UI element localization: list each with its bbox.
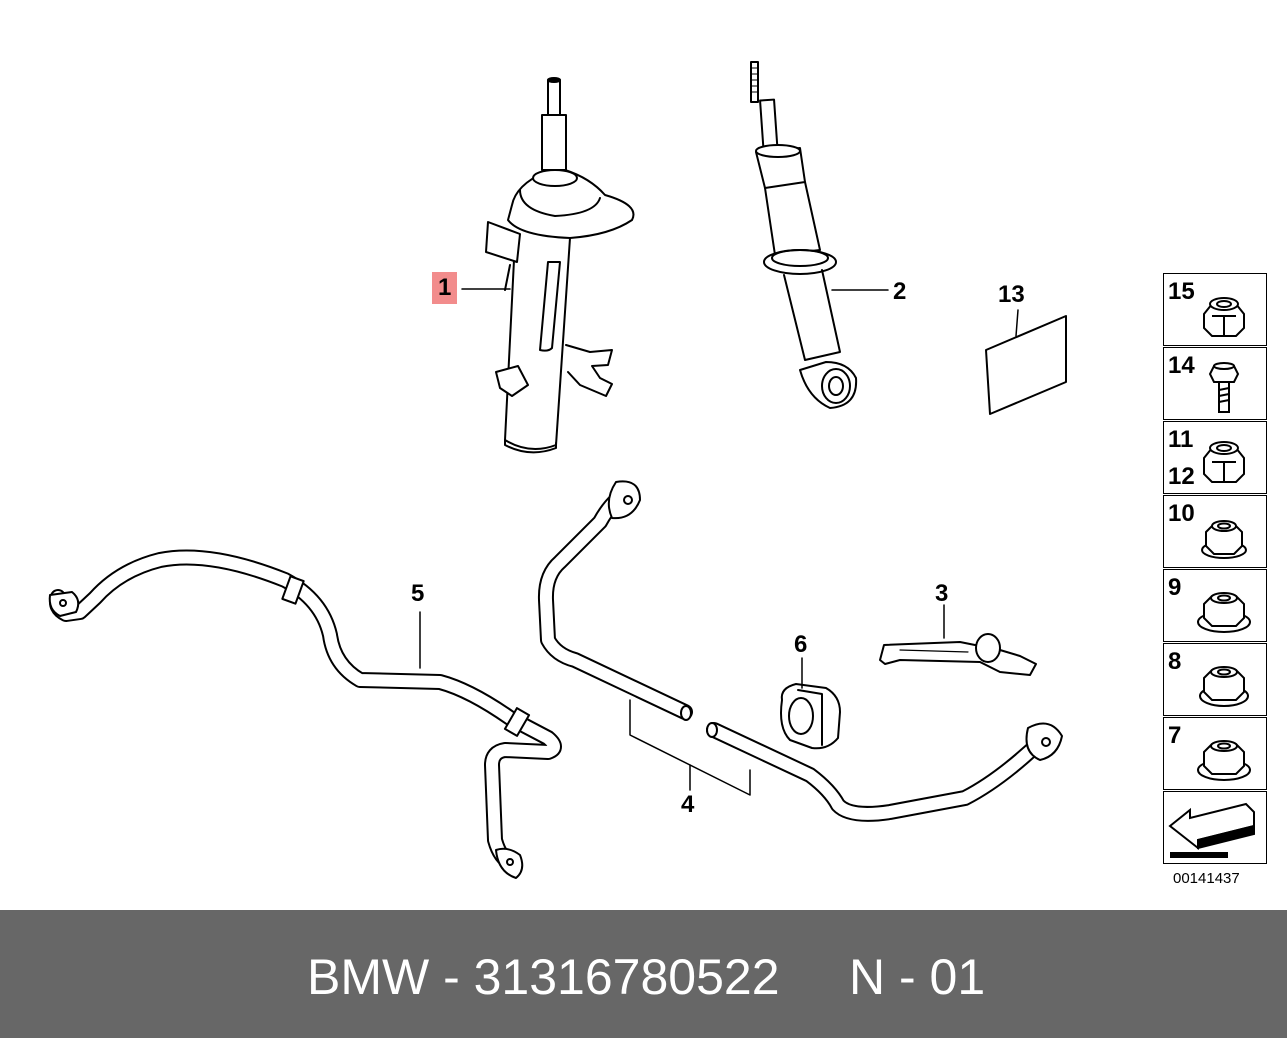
rear-stabilizer-bar-part[interactable] (537, 480, 1063, 822)
legend-label: 10 (1168, 500, 1195, 527)
flange-nut-icon (1201, 520, 1247, 559)
hex-bolt-icon (1208, 362, 1240, 413)
legend-label: 9 (1168, 574, 1182, 601)
footer-bar: BMW - 31316780522 N - 01 (0, 910, 1287, 1038)
legend-cell-direction (1163, 791, 1267, 864)
flange-nut-icon (1197, 740, 1251, 781)
link-bracket-part[interactable] (879, 633, 1037, 676)
legend-cell-8[interactable]: 8 (1163, 643, 1267, 716)
legend-label: 8 (1168, 648, 1182, 675)
lock-nut-icon (1199, 666, 1249, 707)
diagram-reference-code: 00141437 (1173, 870, 1240, 887)
part-number-caption: BMW - 31316780522 N - 01 (307, 949, 986, 1005)
callout-1[interactable]: 1 (432, 272, 458, 304)
callout-6[interactable]: 6 (794, 631, 808, 658)
parts-diagram (48, 61, 1067, 879)
legend-label: 11 (1168, 426, 1194, 453)
callout-4[interactable]: 4 (681, 791, 695, 818)
legend-cell-14[interactable]: 14 (1163, 347, 1267, 420)
rear-shock-absorber-part[interactable] (750, 61, 858, 409)
stabilizer-bushing-part[interactable] (780, 683, 841, 750)
lock-nut-icon (1203, 297, 1245, 337)
callout-13[interactable]: 13 (998, 281, 1025, 308)
front-strut-part[interactable] (485, 77, 635, 454)
legend-label-secondary: 12 (1168, 463, 1195, 490)
callout-5[interactable]: 5 (411, 580, 425, 607)
callout-3[interactable]: 3 (935, 580, 949, 607)
legend-label: 14 (1168, 352, 1195, 379)
lock-nut-icon (1203, 441, 1245, 483)
legend-cell-10[interactable]: 10 (1163, 495, 1267, 568)
flange-nut-icon (1197, 592, 1251, 633)
legend-cell-15[interactable]: 15 (1163, 273, 1267, 346)
fastener-legend: 15 14 11 12 10 (1163, 273, 1267, 864)
legend-label: 15 (1168, 278, 1195, 305)
forward-arrow-icon (1168, 802, 1255, 858)
legend-cell-7[interactable]: 7 (1163, 717, 1267, 790)
legend-cell-11-12[interactable]: 11 12 (1163, 421, 1267, 494)
callout-2[interactable]: 2 (893, 278, 907, 305)
label-card-part[interactable] (985, 315, 1067, 415)
legend-label: 7 (1168, 722, 1182, 749)
legend-cell-9[interactable]: 9 (1163, 569, 1267, 642)
front-stabilizer-bar-part[interactable] (48, 549, 562, 879)
